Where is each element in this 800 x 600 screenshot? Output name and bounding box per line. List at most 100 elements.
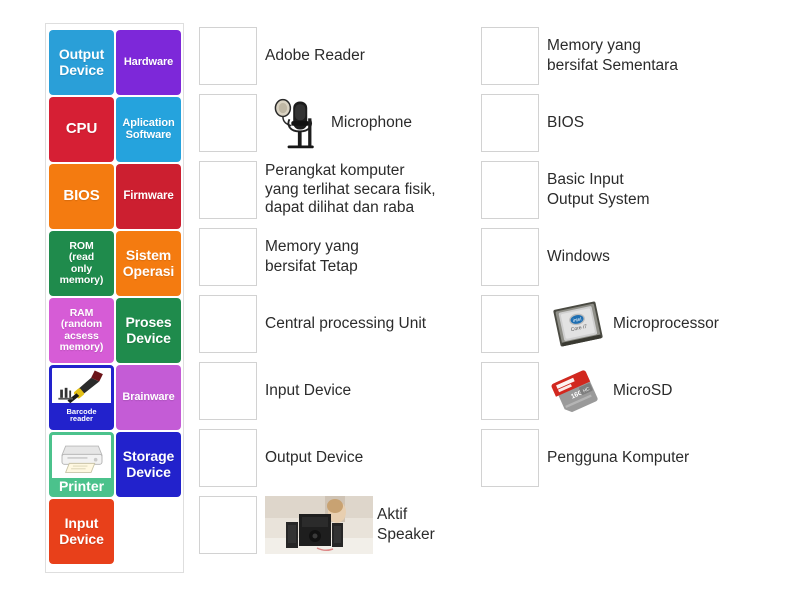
answer-label: Basic Input Output System [547, 171, 650, 208]
tile-label: CPU [65, 120, 98, 138]
match-row: Aktif Speaker [199, 492, 481, 559]
tile-label: ROM (read only memory) [59, 239, 104, 286]
drop-target-box[interactable] [199, 295, 257, 353]
tile-printer[interactable]: Printer [49, 432, 114, 497]
match-row: intel Core i7 Microprocessor [481, 291, 781, 358]
match-row: Central processing Unit [199, 291, 481, 358]
tile-label: Input Device [59, 515, 104, 547]
drop-target-box[interactable] [199, 228, 257, 286]
drop-target-box[interactable] [481, 429, 539, 487]
answer-content: Input Device [257, 358, 481, 424]
answer-label: Windows [547, 248, 610, 266]
microphone-icon [265, 93, 327, 153]
tile-label: Firmware [123, 190, 174, 203]
drop-target-box[interactable] [199, 496, 257, 554]
match-row: Basic Input Output System [481, 157, 781, 224]
tile-output-device[interactable]: Output Device [49, 30, 114, 95]
answer-content: BIOS [539, 90, 781, 156]
answer-label: Aktif Speaker [377, 506, 435, 543]
drop-target-box[interactable] [199, 94, 257, 152]
match-row: Adobe Reader [199, 23, 481, 90]
cpu-chip-icon: intel Core i7 [547, 294, 609, 354]
tile-label: Storage Device [122, 448, 175, 480]
printer-icon [52, 435, 111, 478]
match-row: Windows [481, 224, 781, 291]
answer-content: Aktif Speaker [257, 492, 481, 558]
answer-content: Pengguna Komputer [539, 425, 781, 491]
microsd-card-icon: 16GB HC [547, 361, 609, 421]
match-row: Perangkat komputer yang terlihat secara … [199, 157, 481, 224]
answer-label: Microprocessor [613, 315, 719, 333]
answer-content: Central processing Unit [257, 291, 481, 357]
tile-label: Brainware [122, 390, 175, 403]
drop-target-box[interactable] [199, 429, 257, 487]
drop-target-box[interactable] [481, 94, 539, 152]
answer-content: 16GB HC MicroSD [539, 358, 781, 424]
speaker-photo-icon [265, 495, 373, 555]
match-row: Microphone [199, 90, 481, 157]
answer-content: Microphone [257, 90, 481, 156]
answer-label: MicroSD [613, 382, 673, 400]
tile-label: BIOS [63, 187, 100, 205]
answer-content: Perangkat komputer yang terlihat secara … [257, 157, 481, 223]
tile-rom-read-only-memory[interactable]: ROM (read only memory) [49, 231, 114, 296]
drop-target-box[interactable] [481, 295, 539, 353]
tile-bios[interactable]: BIOS [49, 164, 114, 229]
answer-label: Memory yang bersifat Tetap [265, 238, 359, 275]
drop-target-box[interactable] [481, 27, 539, 85]
answer-content: Memory yang bersifat Tetap [257, 224, 481, 290]
tile-caption: Printer [52, 478, 111, 494]
answer-content: Adobe Reader [257, 23, 481, 89]
tile-label: Output Device [58, 46, 105, 78]
tile-aplication-software[interactable]: Aplication Software [116, 97, 181, 162]
answer-content: Memory yang bersifat Sementara [539, 23, 781, 89]
tile-cpu[interactable]: CPU [49, 97, 114, 162]
answer-label: Perangkat komputer yang terlihat secara … [265, 162, 436, 217]
answer-label: Microphone [331, 114, 412, 132]
drop-target-box[interactable] [481, 228, 539, 286]
answer-label: BIOS [547, 114, 585, 132]
tile-caption: Barcode reader [52, 403, 111, 427]
tile-label: Hardware [123, 55, 174, 68]
drop-target-box[interactable] [481, 362, 539, 420]
drop-target-box[interactable] [199, 27, 257, 85]
answer-label: Pengguna Komputer [547, 449, 690, 467]
tile-sistem-operasi[interactable]: Sistem Operasi [116, 231, 181, 296]
answer-label: Output Device [265, 449, 364, 467]
tile-firmware[interactable]: Firmware [116, 164, 181, 229]
answer-content: Basic Input Output System [539, 157, 781, 223]
tile-proses-device[interactable]: Proses Device [116, 298, 181, 363]
tile-label: Proses Device [125, 314, 172, 346]
tile-hardware[interactable]: Hardware [116, 30, 181, 95]
svg-text:intel: intel [572, 316, 581, 323]
answer-label: Memory yang bersifat Sementara [547, 37, 678, 74]
drop-target-box[interactable] [199, 362, 257, 420]
tile-storage-device[interactable]: Storage Device [116, 432, 181, 497]
match-row: BIOS [481, 90, 781, 157]
svg-text:HC: HC [582, 386, 591, 394]
answer-label: Input Device [265, 382, 352, 400]
tile-barcode-reader[interactable]: Barcode reader [49, 365, 114, 430]
tile-brainware[interactable]: Brainware [116, 365, 181, 430]
match-row: Memory yang bersifat Tetap [199, 224, 481, 291]
match-row: Input Device [199, 358, 481, 425]
match-row: Pengguna Komputer [481, 425, 781, 492]
answer-content: Output Device [257, 425, 481, 491]
barcode-scanner-icon [52, 368, 111, 406]
drop-target-box[interactable] [481, 161, 539, 219]
answer-content: intel Core i7 Microprocessor [539, 291, 781, 357]
match-row: Output Device [199, 425, 481, 492]
tile-ram-random-acsess-memory[interactable]: RAM (random acsess memory) [49, 298, 114, 363]
match-row: Memory yang bersifat Sementara [481, 23, 781, 90]
svg-text:Core i7: Core i7 [570, 324, 588, 333]
drop-target-box[interactable] [199, 161, 257, 219]
tile-label: RAM (random acsess memory) [59, 306, 104, 353]
tile-input-device[interactable]: Input Device [49, 499, 114, 564]
tile-label: Aplication Software [122, 116, 175, 141]
tile-label: Sistem Operasi [122, 247, 175, 279]
